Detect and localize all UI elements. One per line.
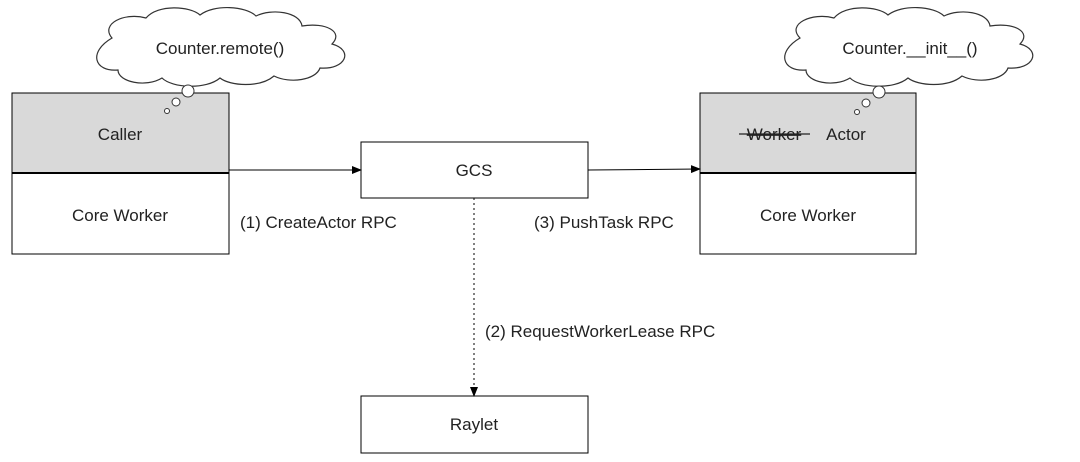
caller-thought-cloud: Counter.remote() — [96, 6, 346, 114]
caller-core-worker-label: Core Worker — [72, 206, 168, 225]
raylet-box — [360, 395, 589, 454]
push-task-arrow — [587, 165, 701, 174]
actor-thought-text: Counter.__init__() — [842, 39, 977, 58]
actor-thought-bubble-small — [854, 109, 860, 115]
caller-thought-bubble-large — [181, 84, 195, 98]
push-task-edge: (3) PushTask RPC — [534, 165, 701, 232]
gcs-box — [360, 141, 589, 199]
caller-header — [11, 92, 230, 174]
gcs-label: GCS — [456, 161, 493, 180]
gcs-node: GCS — [360, 141, 589, 199]
request-lease-edge: (2) RequestWorkerLease RPC — [470, 198, 715, 397]
actor-core-worker-label: Core Worker — [760, 206, 856, 225]
actor-core-worker-box — [699, 172, 917, 255]
actor-title: Actor — [826, 125, 866, 144]
caller-thought-text: Counter.remote() — [156, 39, 285, 58]
caller-core-worker-box — [11, 172, 230, 255]
caller-title: Caller — [98, 125, 143, 144]
raylet-node: Raylet — [360, 395, 589, 454]
push-task-label: (3) PushTask RPC — [534, 213, 674, 232]
caller-thought-bubble-small — [164, 108, 170, 114]
caller-thought-bubble-medium — [171, 97, 181, 107]
create-actor-label: (1) CreateActor RPC — [240, 213, 397, 232]
create-actor-edge: (1) CreateActor RPC — [229, 166, 397, 232]
actor-thought-cloud: Counter.__init__() — [784, 6, 1034, 115]
actor-cloud-shape — [784, 6, 1034, 87]
caller-cloud-shape — [96, 6, 346, 87]
actor-header — [699, 92, 917, 174]
actor-thought-bubble-large — [872, 85, 886, 99]
caller-node: Caller Core Worker — [11, 92, 230, 255]
actor-node: Worker Actor Core Worker — [699, 92, 917, 255]
actor-thought-bubble-medium — [861, 98, 871, 108]
request-lease-label: (2) RequestWorkerLease RPC — [485, 322, 715, 341]
raylet-label: Raylet — [450, 415, 498, 434]
